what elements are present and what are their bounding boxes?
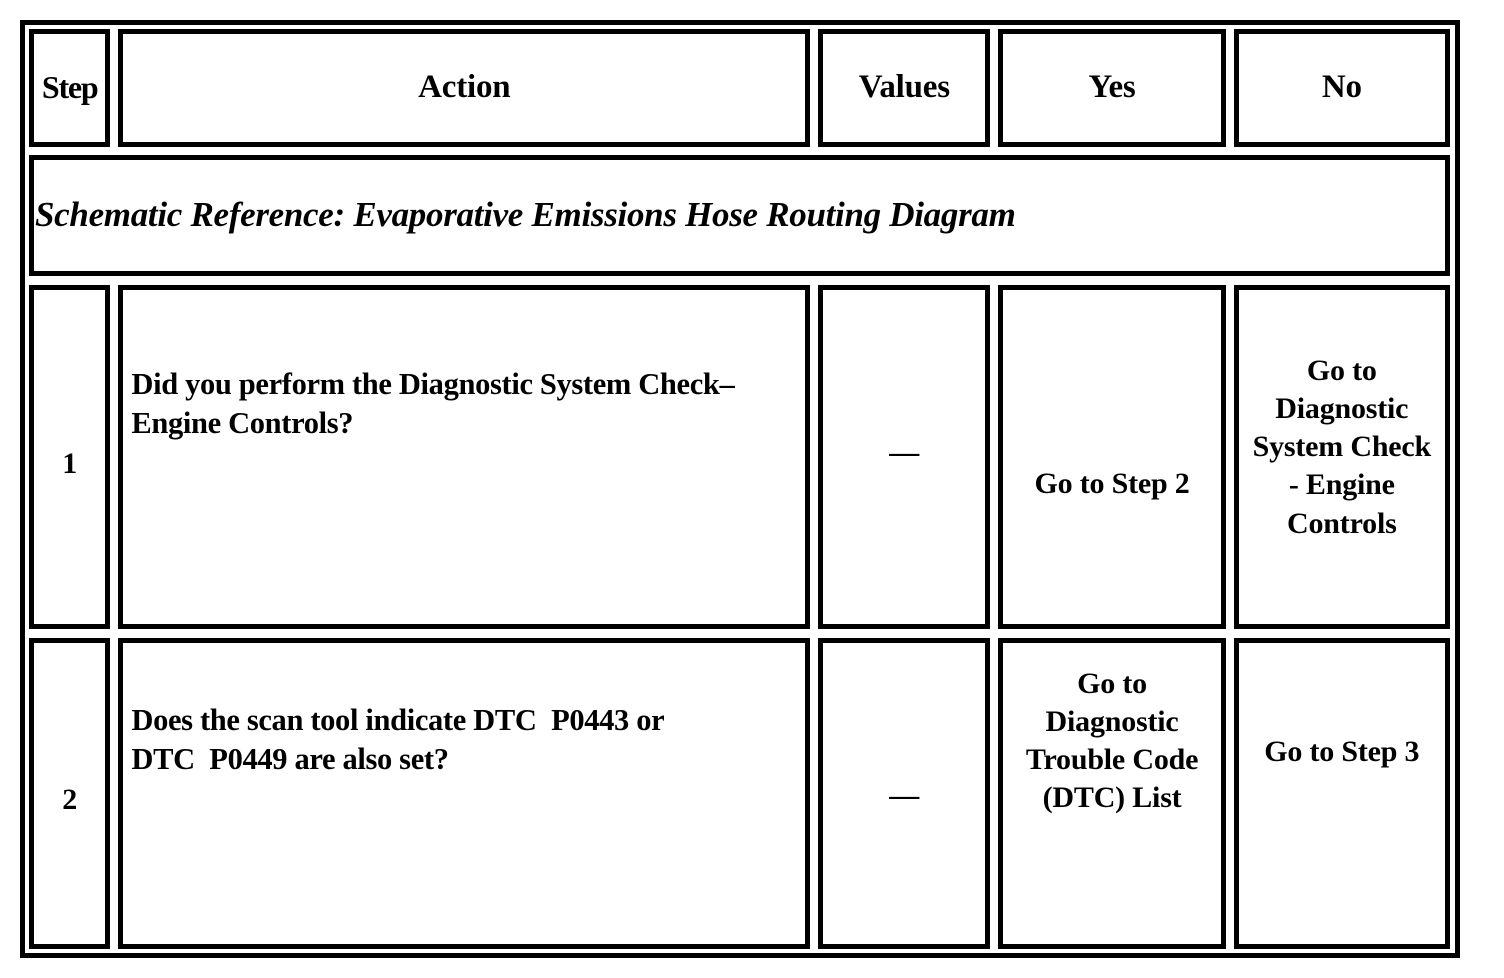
header-cell-action: Action	[118, 29, 811, 147]
table-header-row: Step Action Values Yes No	[29, 29, 1450, 147]
action-text-2: Does the scan tool indicate DTC P0443 or…	[131, 703, 665, 776]
step-number-cell-2: 2	[29, 638, 111, 949]
values-cell-1: —	[818, 285, 991, 630]
schematic-reference-cell: Schematic Reference: Evaporative Emissio…	[29, 154, 1450, 277]
header-cell-yes: Yes	[998, 29, 1226, 147]
yes-text-1: Go to Step 2	[1034, 467, 1190, 501]
header-cell-step: Step	[29, 29, 111, 147]
yes-cell-1: Go to Step 2	[998, 285, 1226, 630]
schematic-reference-row: Schematic Reference: Evaporative Emissio…	[29, 154, 1450, 277]
table-row: 2 Does the scan tool indicate DTC P0443 …	[29, 638, 1450, 949]
values-text-2: —	[889, 779, 920, 813]
header-cell-no: No	[1233, 29, 1450, 147]
step-number-2: 2	[62, 783, 78, 817]
header-label-values: Values	[858, 69, 950, 106]
yes-cell-2: Go to Diagnostic Trouble Code (DTC) List	[998, 638, 1226, 949]
diagnostic-procedure-table: Step Action Values Yes No Schematic Refe…	[20, 20, 1460, 958]
header-label-step: Step	[41, 69, 99, 105]
table-row: 1 Did you perform the Diagnostic System …	[29, 285, 1450, 630]
step-number-cell-1: 1	[29, 285, 111, 630]
step-number-1: 1	[62, 447, 78, 481]
values-text-1: —	[889, 436, 920, 470]
header-cell-values: Values	[818, 29, 991, 147]
yes-text-2: Go to Diagnostic Trouble Code (DTC) List	[1025, 667, 1199, 815]
header-label-action: Action	[418, 69, 511, 106]
no-text-2: Go to Step 3	[1264, 735, 1420, 769]
no-cell-1: Go to Diagnostic System Check - Engine C…	[1233, 285, 1450, 630]
action-text-1: Did you perform the Diagnostic System Ch…	[131, 367, 735, 440]
action-cell-1: Did you perform the Diagnostic System Ch…	[118, 285, 811, 630]
no-cell-2: Go to Step 3	[1233, 638, 1450, 949]
header-label-no: No	[1321, 69, 1362, 106]
values-cell-2: —	[818, 638, 991, 949]
no-text-1: Go to Diagnostic System Check - Engine C…	[1252, 354, 1432, 540]
action-cell-2: Does the scan tool indicate DTC P0443 or…	[118, 638, 811, 949]
header-label-yes: Yes	[1088, 69, 1136, 106]
schematic-reference-text: Schematic Reference: Evaporative Emissio…	[35, 195, 1016, 235]
